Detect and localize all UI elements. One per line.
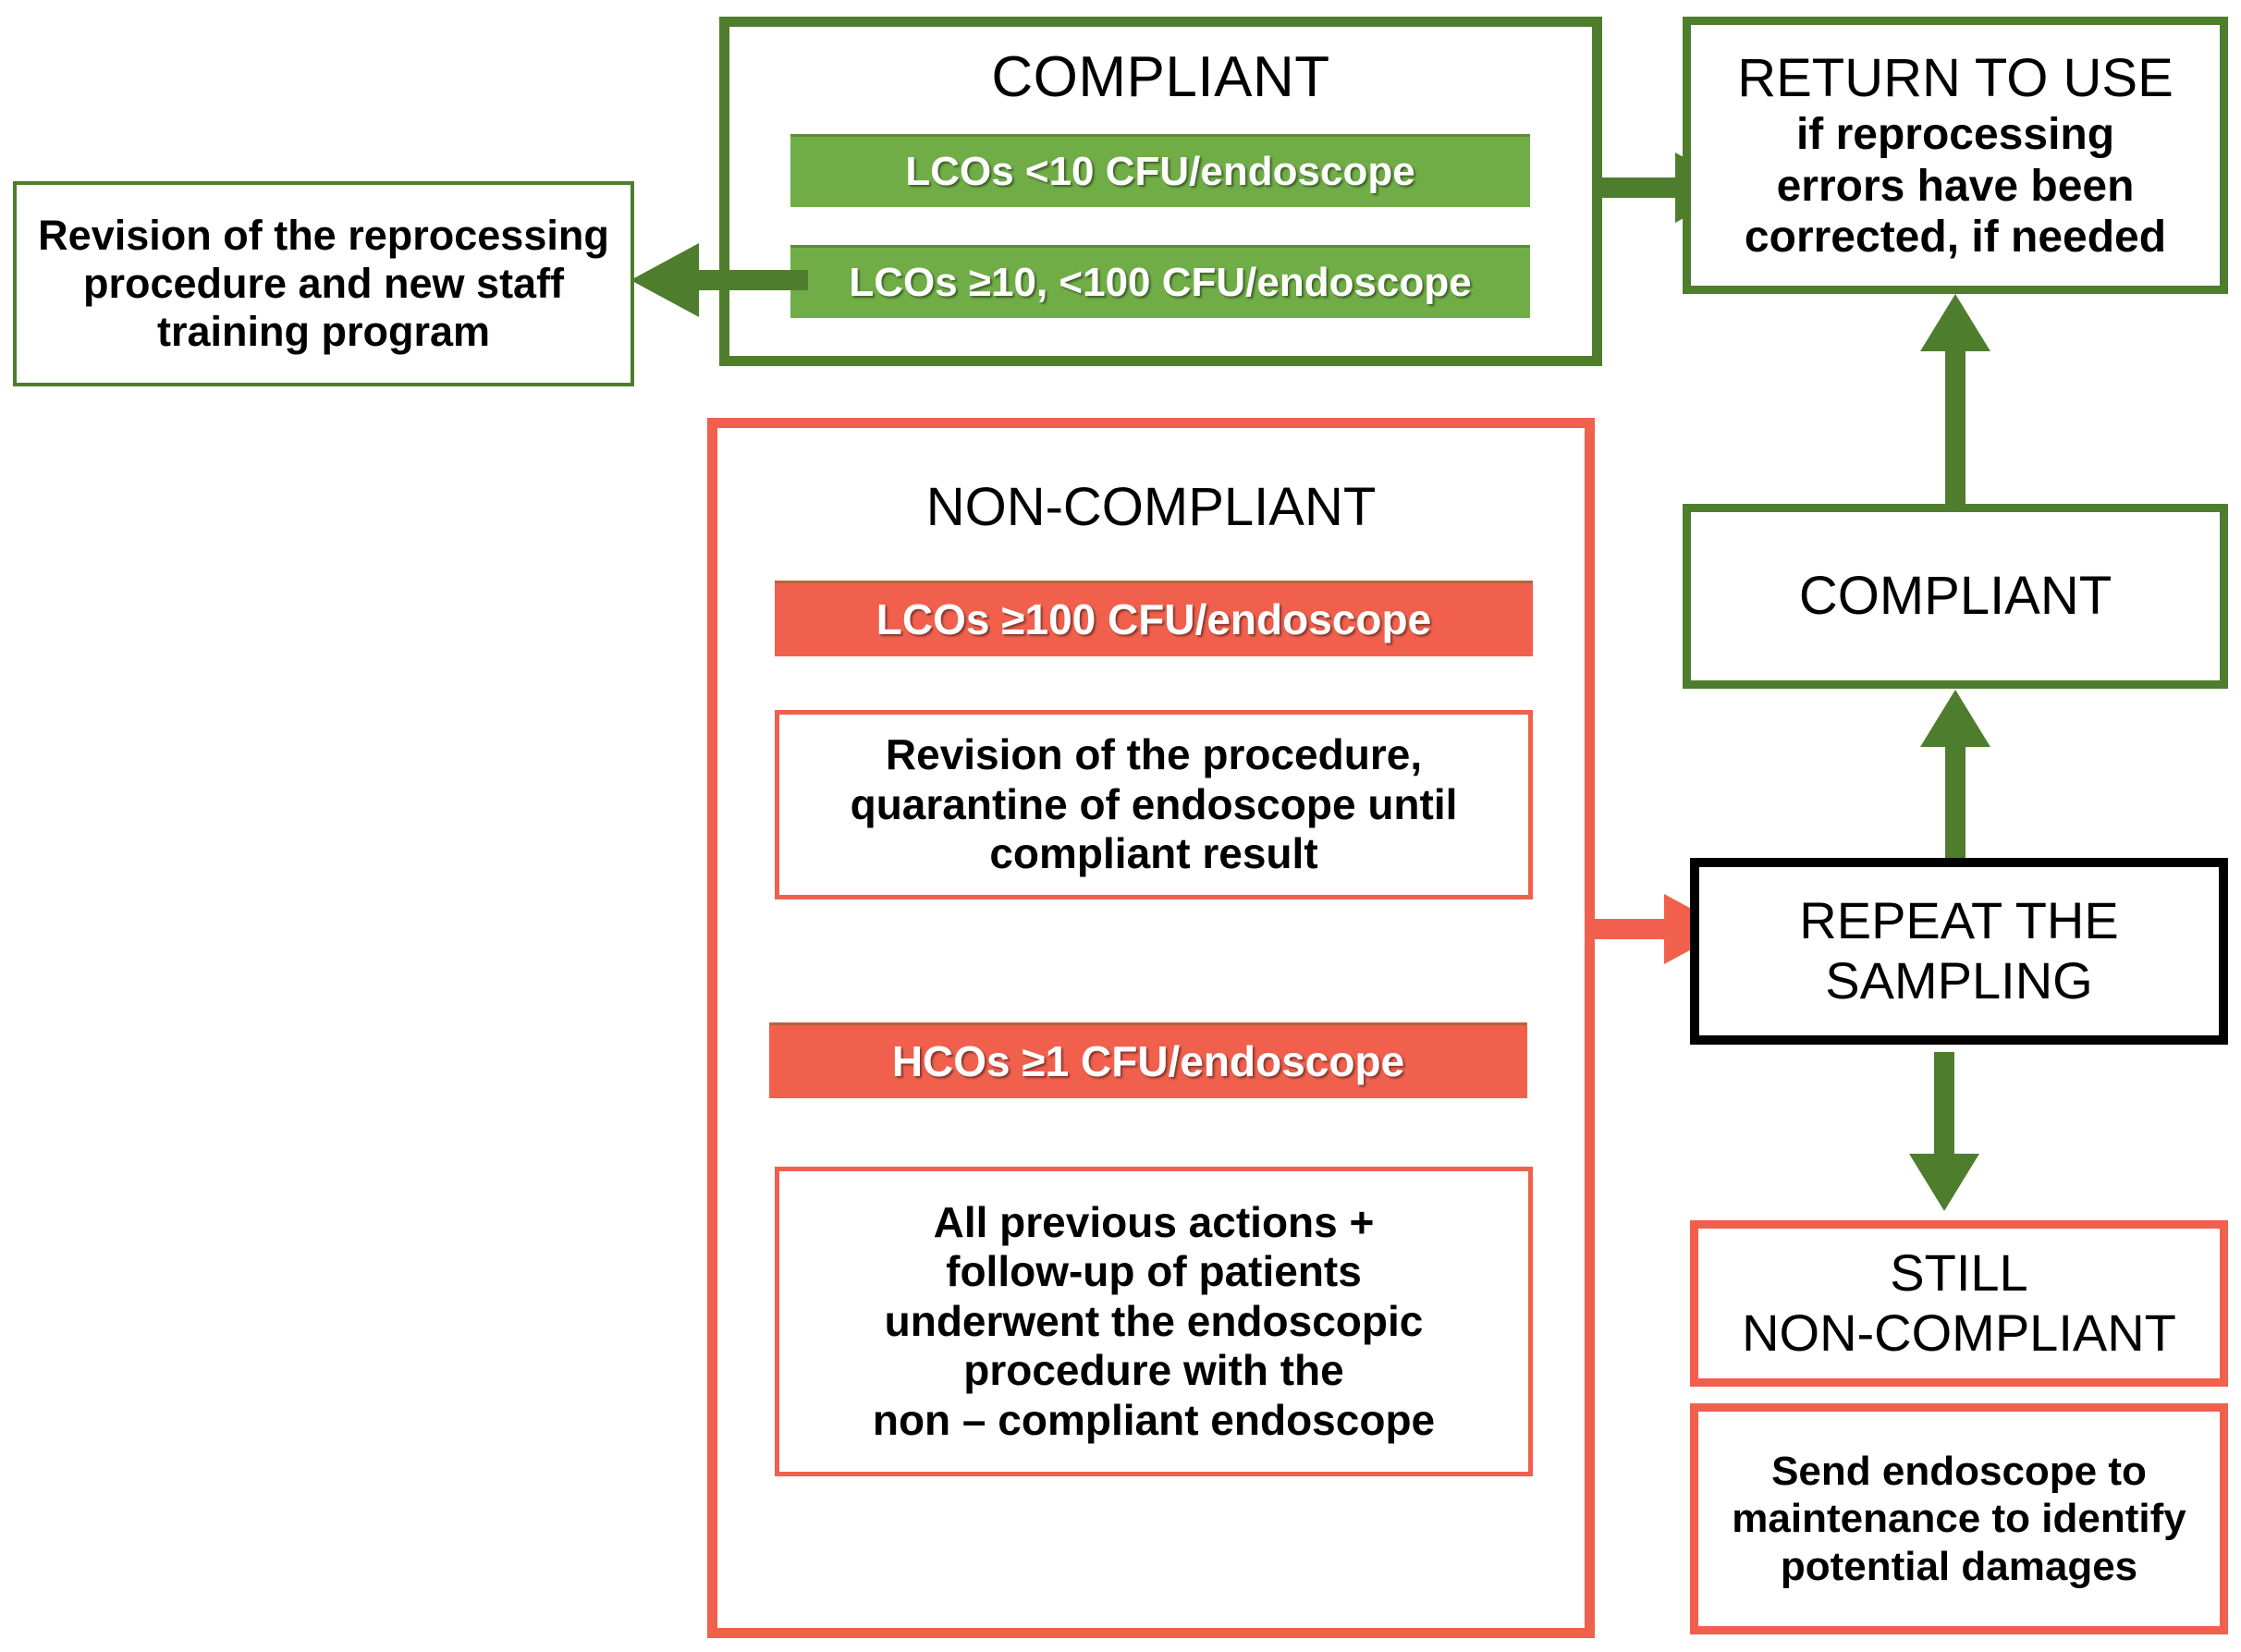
edge-repeat-to-still-shaft (1934, 1052, 1954, 1163)
node-send-maintenance: Send endoscope to maintenance to identif… (1690, 1403, 2228, 1634)
edge-repeat-to-compliant-arrowhead (1920, 690, 1990, 747)
compliant-criterion-lcos-10-100-label: LCOs ≥10, <100 CFU/endoscope (849, 260, 1472, 306)
noncompliant-action-revision-quarantine-label: Revision of the procedure, quarantine of… (850, 730, 1458, 878)
noncompliant-criterion-lcos-ge100: LCOs ≥100 CFU/endoscope (775, 581, 1533, 656)
node-compliant-result: COMPLIANT (1683, 504, 2228, 689)
noncompliant-action-revision-quarantine: Revision of the procedure, quarantine of… (775, 710, 1533, 899)
noncompliant-action-followup: All previous actions + follow-up of pati… (775, 1167, 1533, 1476)
node-return-to-use-title: RETURN TO USE (1737, 47, 2174, 108)
noncompliant-criterion-lcos-ge100-label: LCOs ≥100 CFU/endoscope (876, 594, 1432, 643)
edge-compliant-result-to-return-shaft (1945, 344, 1965, 506)
node-repeat-sampling-label: REPEAT THE SAMPLING (1799, 891, 2119, 1010)
noncompliant-group-heading: NON-COMPLIANT (925, 477, 1377, 537)
node-still-noncompliant: STILL NON-COMPLIANT (1690, 1220, 2228, 1387)
node-revision-training-label: Revision of the reprocessing procedure a… (38, 211, 609, 356)
edge-compliant-result-to-return-arrowhead (1920, 294, 1990, 351)
edge-compliant-to-revision-arrowhead (631, 243, 699, 317)
node-send-maintenance-label: Send endoscope to maintenance to identif… (1732, 1449, 2186, 1589)
node-revision-training: Revision of the reprocessing procedure a… (13, 181, 634, 386)
edge-compliant-to-revision-shaft (697, 270, 808, 290)
edge-repeat-to-still-arrowhead (1909, 1154, 1979, 1211)
node-compliant-result-label: COMPLIANT (1798, 566, 2112, 627)
compliant-criterion-lcos-10-100: LCOs ≥10, <100 CFU/endoscope (790, 245, 1530, 318)
noncompliant-criterion-hcos-ge1-label: HCOs ≥1 CFU/endoscope (891, 1036, 1405, 1085)
noncompliant-criterion-hcos-ge1: HCOs ≥1 CFU/endoscope (769, 1022, 1527, 1098)
node-return-to-use-subtitle: if reprocessing errors have been correct… (1744, 110, 2167, 263)
node-repeat-sampling: REPEAT THE SAMPLING (1690, 858, 2228, 1045)
noncompliant-action-followup-label: All previous actions + follow-up of pati… (872, 1198, 1436, 1444)
node-still-noncompliant-label: STILL NON-COMPLIANT (1742, 1243, 2176, 1362)
edge-repeat-to-compliant-shaft (1945, 740, 1965, 864)
compliant-criterion-lcos-lt10-label: LCOs <10 CFU/endoscope (905, 149, 1415, 195)
edge-compliant-to-return-shaft (1602, 177, 1699, 198)
node-return-to-use: RETURN TO USE if reprocessing errors hav… (1683, 17, 2228, 294)
compliant-criterion-lcos-lt10: LCOs <10 CFU/endoscope (790, 134, 1530, 207)
compliant-group-heading: COMPLIANT (991, 45, 1330, 109)
